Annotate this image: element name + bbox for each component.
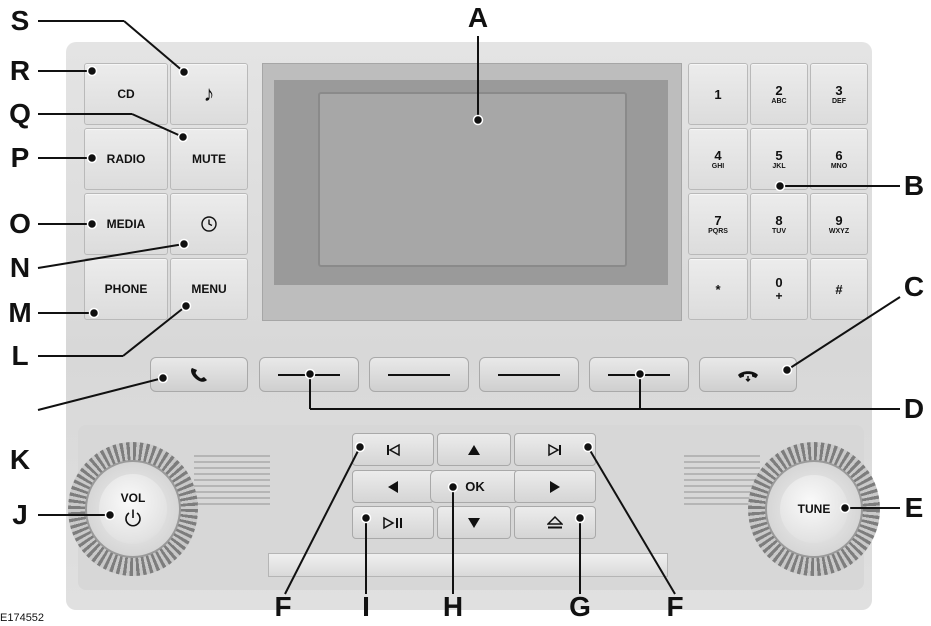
phone-label: PHONE (104, 282, 148, 296)
tune-label: TUNE (797, 502, 831, 516)
tune-knob[interactable]: TUNE (780, 475, 848, 543)
media-label: MEDIA (106, 217, 146, 231)
callout-s: S (10, 5, 30, 36)
keypad-key-letters: PQRS (708, 227, 728, 235)
display-screen[interactable] (318, 92, 627, 267)
keypad-key-letters: WXYZ (828, 227, 850, 235)
eject-icon (547, 515, 563, 528)
soft-key-3-dash (498, 373, 560, 376)
callout-p: P (10, 142, 30, 173)
callout-f-left: F (274, 591, 292, 622)
callout-b: B (903, 170, 925, 201)
callout-o: O (9, 208, 31, 239)
right-speaker-grille (684, 455, 760, 509)
keypad-key-number: 1 (714, 86, 722, 102)
keypad-key-number: 5 (775, 147, 783, 163)
soft-key-2[interactable] (369, 357, 469, 392)
phone-end-button[interactable] (699, 357, 797, 392)
callout-a: A (467, 2, 489, 33)
left-arrow-icon (388, 480, 398, 493)
keypad-key-letters: TUV (772, 227, 786, 235)
ok-button[interactable]: OK (430, 470, 520, 503)
up-arrow-button[interactable] (437, 433, 511, 466)
keypad-key-12[interactable]: # (810, 258, 868, 320)
keypad-key-number: 8 (775, 212, 783, 228)
keypad-key-number: 9 (835, 212, 843, 228)
callout-h: H (442, 591, 464, 622)
clock-icon (201, 216, 217, 232)
right-arrow-button[interactable] (514, 470, 596, 503)
keypad-key-number: 4 (714, 147, 722, 163)
keypad-key-letters: DEF (832, 97, 846, 105)
keypad-key-number: # (835, 281, 843, 297)
volume-knob[interactable]: VOL (99, 474, 167, 544)
keypad-key-10[interactable]: * (688, 258, 748, 320)
skip-previous-icon (387, 443, 400, 456)
up-arrow-icon (468, 444, 480, 455)
keypad-key-letters: + (775, 289, 783, 303)
callout-r: R (9, 55, 31, 86)
keypad-key-letters: GHI (711, 162, 725, 170)
keypad-key-number: 0 (775, 275, 783, 290)
callout-g: G (569, 591, 591, 622)
right-arrow-icon (550, 480, 560, 493)
down-arrow-icon (468, 517, 480, 528)
keypad-key-number: 6 (835, 147, 843, 163)
callout-n: N (9, 252, 31, 283)
seek-forward-button[interactable] (514, 433, 596, 466)
left-speaker-grille (194, 455, 270, 509)
keypad-key-number: 3 (835, 82, 843, 98)
cd-slot[interactable] (268, 553, 668, 577)
reference-code: E174552 (0, 612, 45, 624)
keypad-key-number: 7 (714, 212, 722, 228)
callout-j: J (12, 499, 28, 530)
media-button[interactable]: MEDIA (84, 193, 168, 255)
radio-button[interactable]: RADIO (84, 128, 168, 190)
phone-hangup-icon (738, 370, 758, 382)
callout-e: E (904, 492, 924, 523)
seek-back-button[interactable] (352, 433, 434, 466)
keypad-key-letters: JKL (772, 162, 786, 170)
play-pause-icon (383, 516, 402, 529)
callout-q: Q (9, 98, 31, 129)
keypad-key-letters: MNO (830, 162, 848, 170)
mute-label: MUTE (192, 152, 226, 166)
callout-i: I (362, 591, 370, 622)
callout-m: M (8, 297, 32, 328)
keypad-key-number: 2 (775, 82, 783, 98)
menu-label: MENU (191, 282, 227, 296)
callout-c: C (903, 271, 925, 302)
soft-key-3[interactable] (479, 357, 579, 392)
soft-key-2-dash (388, 373, 450, 376)
keypad-key-number: * (715, 281, 721, 297)
vol-label: VOL (120, 490, 146, 505)
cd-label: CD (117, 87, 135, 101)
callout-f-right: F (666, 591, 684, 622)
left-arrow-button[interactable] (352, 470, 434, 503)
down-arrow-button[interactable] (437, 506, 511, 539)
power-icon (125, 509, 141, 526)
keypad-key-11[interactable]: 0+ (750, 258, 808, 320)
skip-next-icon (548, 443, 561, 456)
callout-l: L (11, 340, 29, 371)
radio-label: RADIO (106, 152, 146, 166)
ok-label: OK (465, 479, 485, 494)
keypad-key-1[interactable]: 1 (688, 63, 748, 125)
callout-k: K (9, 444, 31, 475)
phone-handset-icon (191, 367, 207, 382)
callout-d: D (903, 393, 925, 424)
keypad-key-letters: ABC (771, 97, 787, 105)
music-note-icon: ♪ (203, 81, 215, 106)
